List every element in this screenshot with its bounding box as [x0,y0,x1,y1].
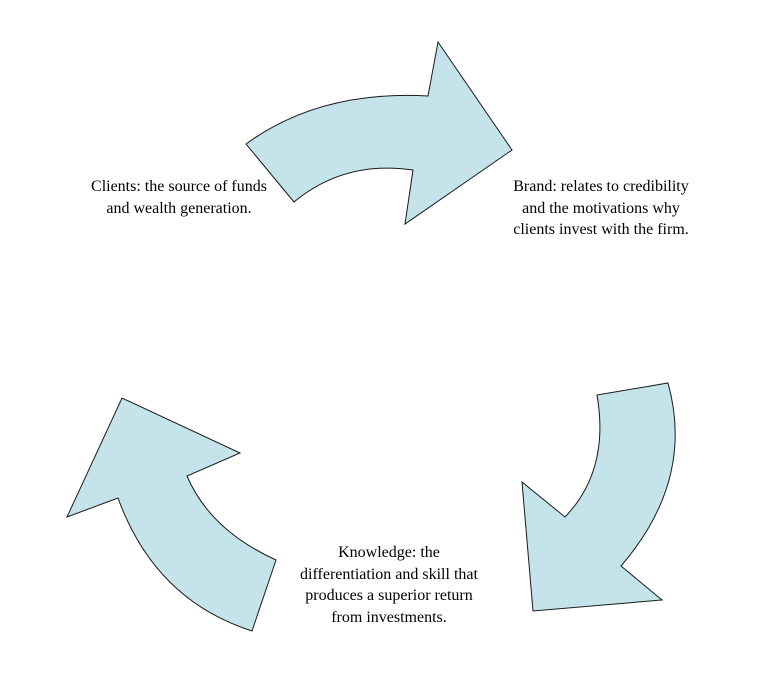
arrow-clients-to-brand [245,40,513,226]
arrow-brand-to-knowledge [521,382,676,612]
knowledge-label: Knowledge: the differentiation and skill… [300,544,478,626]
clients-label: Clients: the source of funds and wealth … [91,178,267,217]
arrow-knowledge-to-clients [66,397,277,632]
brand-label: Brand: relates to credibility and the mo… [513,178,689,238]
